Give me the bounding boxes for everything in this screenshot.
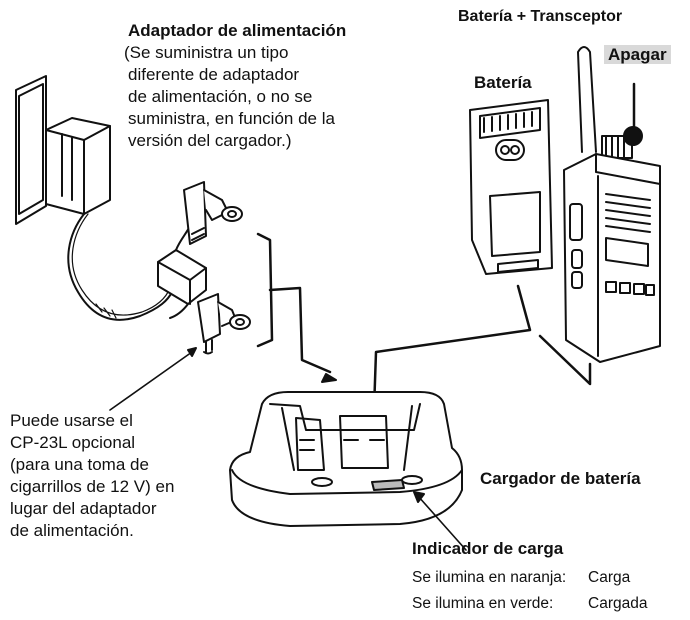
power-off-label: Apagar: [604, 44, 671, 65]
optional-line-3: (para una toma de: [10, 455, 149, 474]
optional-line-1: Puede usarse el: [10, 411, 133, 430]
indicator-pointer-line: [417, 495, 467, 551]
optional-line-6: de alimentación.: [10, 521, 134, 540]
battery-charger-icon: [229, 391, 463, 527]
battery-transceiver-title: Batería + Transceptor: [458, 8, 623, 25]
ac-adapter-icon: [45, 117, 111, 215]
indicator-row-green-label: Se ilumina en verde:: [412, 595, 554, 612]
optional-line-2: CP-23L opcional: [10, 433, 136, 452]
transceiver-to-charger-line: [538, 334, 592, 386]
adapter-note-line-3: de alimentación, o no se: [128, 87, 313, 106]
adapter-note-line-5: versión del cargador.): [128, 131, 292, 150]
adapter-note-line-2: diferente de adaptador: [128, 65, 300, 84]
adapter-note-line-1: (Se suministra un tipo: [124, 43, 289, 62]
adapter-title: Adaptador de alimentación: [128, 21, 347, 40]
plug-to-charger-arrow-line: [268, 286, 332, 374]
transceiver-icon: [563, 46, 661, 363]
charger-title: Cargador de batería: [480, 469, 641, 488]
optional-pointer-line: [109, 351, 193, 411]
dc-plug-top-icon: [183, 181, 243, 245]
power-off-text: Apagar: [604, 45, 671, 64]
optional-line-5: lugar del adaptador: [10, 499, 157, 518]
optional-line-4: cigarrillos de 12 V) en: [10, 477, 175, 496]
battery-pack-icon: [469, 99, 553, 275]
adapter-cable: [67, 213, 173, 321]
adapter-note-line-4: suministra, en función de la: [128, 109, 335, 128]
battery-label: Batería: [474, 73, 532, 92]
wall-outlet-icon: [15, 75, 47, 225]
indicator-row-orange-label: Se ilumina en naranja:: [412, 569, 567, 586]
indicator-row-green-value: Cargada: [588, 595, 648, 612]
indicator-title: Indicador de carga: [412, 539, 564, 558]
dc-plug-bottom-icon: [197, 293, 251, 355]
battery-to-charger-line: [372, 284, 532, 412]
indicator-row-orange-value: Carga: [588, 569, 631, 586]
ferrite-core-icon: [157, 249, 207, 305]
